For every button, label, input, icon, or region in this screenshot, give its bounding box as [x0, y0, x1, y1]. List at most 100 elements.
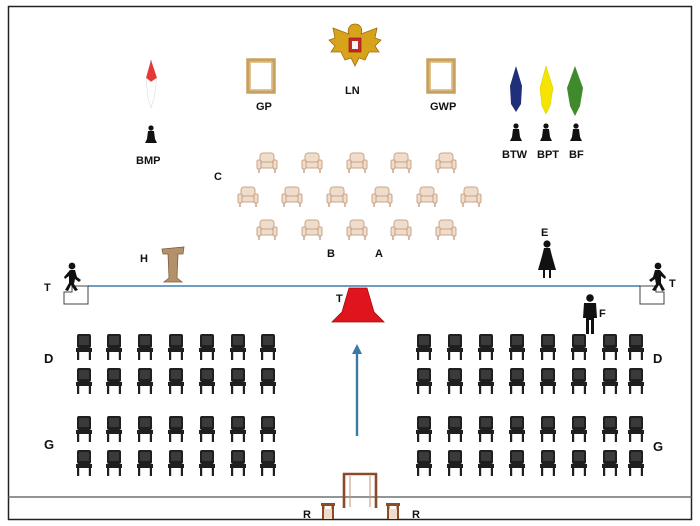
audience-chair-icon: [478, 416, 494, 442]
armchair-icon: [435, 219, 457, 240]
audience-chair-icon: [478, 450, 494, 476]
person-silhouette-icon: [510, 123, 522, 141]
audience-chair-icon: [199, 334, 215, 360]
audience-chair-icon: [230, 368, 246, 394]
audience-chair-icon: [230, 334, 246, 360]
audience-chair-icon: [76, 334, 92, 360]
audience-chair-icon: [168, 334, 184, 360]
audience-chair-icon: [260, 334, 276, 360]
label-e: E: [541, 227, 549, 239]
audience-chair-icon: [168, 416, 184, 442]
label-r-left: R: [303, 509, 311, 521]
label-btw: BTW: [502, 149, 528, 161]
pennant-navy-icon: [510, 66, 522, 112]
armchair-icon: [390, 219, 412, 240]
armchair-icon: [281, 186, 303, 207]
audience-chair-icon: [509, 368, 525, 394]
audience-chair-icon: [571, 334, 587, 360]
label-bf: BF: [569, 149, 584, 161]
label-t-right: T: [669, 278, 676, 290]
lectern-icon: [161, 246, 185, 283]
audience-chair-icon: [571, 368, 587, 394]
label-gp: GP: [256, 101, 272, 113]
audience-chair-icon: [478, 334, 494, 360]
armchair-icon: [301, 152, 323, 173]
person-silhouette-icon: [145, 125, 157, 143]
red-podium-icon: [331, 287, 385, 323]
audience-chair-icon: [628, 450, 644, 476]
label-ln: LN: [345, 85, 360, 97]
woman-figure-icon: [538, 240, 556, 278]
audience-chair-icon: [478, 368, 494, 394]
audience-chair-icon: [602, 368, 618, 394]
audience-chair-icon: [628, 368, 644, 394]
steps-right: [639, 285, 665, 305]
reception-chair-right: [386, 503, 400, 519]
label-t-center: T: [336, 293, 343, 305]
audience-chair-icon: [137, 368, 153, 394]
picture-frame-icon: [246, 58, 276, 94]
audience-chair-icon: [509, 450, 525, 476]
national-flag-icon: [145, 60, 158, 110]
audience-chair-icon: [137, 450, 153, 476]
audience-chair-icon: [571, 416, 587, 442]
audience-chair-icon: [106, 368, 122, 394]
audience-chair-icon: [76, 368, 92, 394]
audience-chair-icon: [260, 416, 276, 442]
armchair-icon: [346, 152, 368, 173]
audience-chair-icon: [230, 416, 246, 442]
person-climbing-steps-icon: [64, 262, 81, 291]
armchair-icon: [326, 186, 348, 207]
label-r-right: R: [412, 509, 420, 521]
audience-chair-icon: [540, 416, 556, 442]
audience-chair-icon: [168, 368, 184, 394]
label-g-right: G: [653, 439, 664, 454]
armchair-icon: [371, 186, 393, 207]
audience-chair-icon: [447, 450, 463, 476]
man-figure-icon: [583, 294, 597, 334]
armchair-icon: [390, 152, 412, 173]
armchair-icon: [435, 152, 457, 173]
pennant-green-icon: [567, 66, 583, 116]
audience-chair-icon: [602, 416, 618, 442]
person-climbing-steps-icon: [649, 262, 666, 291]
armchair-icon: [237, 186, 259, 207]
armchair-icon: [460, 186, 482, 207]
audience-chair-icon: [416, 368, 432, 394]
picture-frame-icon: [426, 58, 456, 94]
audience-chair-icon: [447, 368, 463, 394]
label-d-right: D: [653, 351, 663, 366]
audience-chair-icon: [509, 334, 525, 360]
audience-chair-icon: [260, 368, 276, 394]
audience-chair-icon: [199, 450, 215, 476]
audience-chair-icon: [106, 334, 122, 360]
audience-chair-icon: [199, 416, 215, 442]
audience-chair-icon: [106, 416, 122, 442]
armchair-icon: [256, 219, 278, 240]
label-g-left: G: [44, 437, 55, 452]
reception-chair-left: [321, 503, 335, 519]
audience-chair-icon: [106, 450, 122, 476]
pennant-yellow-icon: [539, 65, 554, 115]
aisle-arrow-icon: [352, 344, 362, 436]
audience-chair-icon: [571, 450, 587, 476]
entrance-door-icon: [342, 472, 378, 508]
armchair-icon: [301, 219, 323, 240]
audience-chair-icon: [447, 416, 463, 442]
audience-chair-icon: [602, 450, 618, 476]
armchair-icon: [346, 219, 368, 240]
audience-chair-icon: [76, 450, 92, 476]
label-bpt: BPT: [537, 149, 559, 161]
person-silhouette-icon: [570, 123, 582, 141]
audience-chair-icon: [602, 334, 618, 360]
audience-chair-icon: [540, 368, 556, 394]
label-h: H: [140, 253, 148, 265]
label-f: F: [599, 308, 606, 320]
audience-chair-icon: [540, 450, 556, 476]
audience-chair-icon: [540, 334, 556, 360]
label-gwp: GWP: [430, 101, 457, 113]
armchair-icon: [256, 152, 278, 173]
audience-chair-icon: [260, 450, 276, 476]
label-b: B: [327, 248, 335, 260]
audience-chair-icon: [416, 450, 432, 476]
